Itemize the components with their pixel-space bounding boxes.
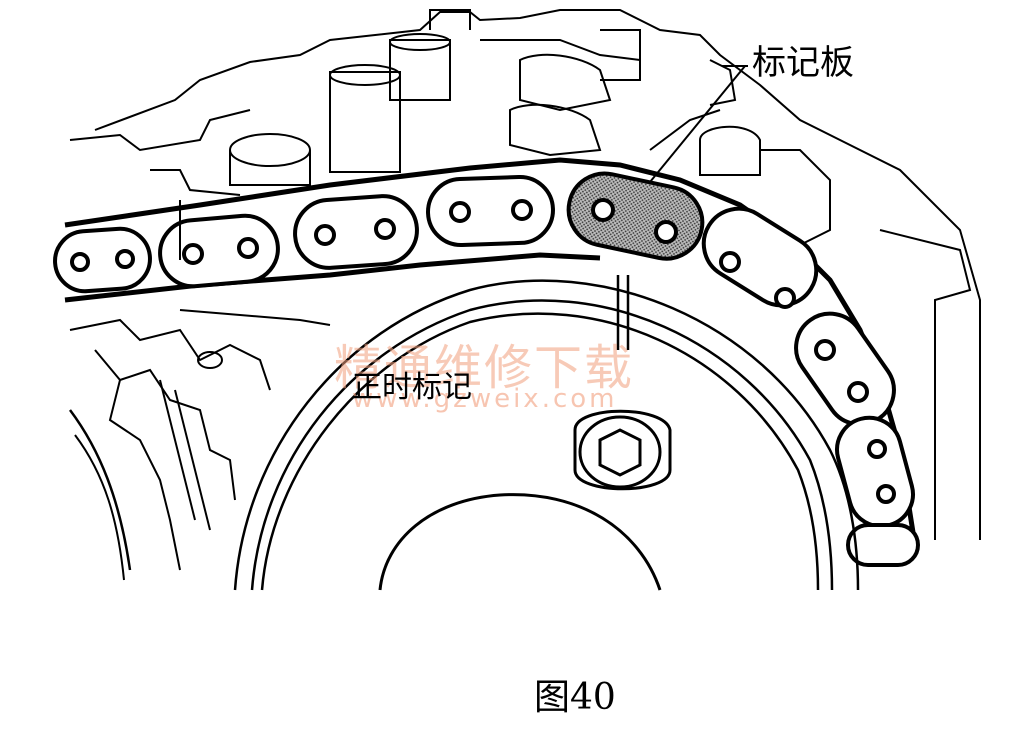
- chain-link: [794, 311, 896, 427]
- chain-link: [53, 226, 152, 294]
- camshaft-sprocket: [233, 279, 860, 591]
- cylinder-head: [69, 9, 981, 540]
- timing-chain: [53, 171, 920, 567]
- chain-link: [701, 206, 819, 309]
- sprocket-bolt: [573, 409, 672, 491]
- watermark-chinese: 精通维修下载: [334, 340, 635, 396]
- figure-caption: 图40: [534, 677, 616, 718]
- chain-link: [846, 523, 920, 567]
- chain-link: [835, 415, 915, 529]
- watermark-url: www.gzweix.com: [352, 384, 618, 414]
- chain-link: [293, 194, 419, 270]
- chain-link-marked: [566, 171, 705, 261]
- timing-mark-line: [616, 275, 630, 350]
- timing-mark-label: 正时标记: [352, 370, 472, 405]
- lower-left-housing: [68, 200, 331, 581]
- mark-plate-leader: [649, 65, 746, 183]
- chain-link: [158, 213, 280, 289]
- mark-plate-label: 标记板: [752, 43, 854, 83]
- chain-link: [426, 174, 555, 248]
